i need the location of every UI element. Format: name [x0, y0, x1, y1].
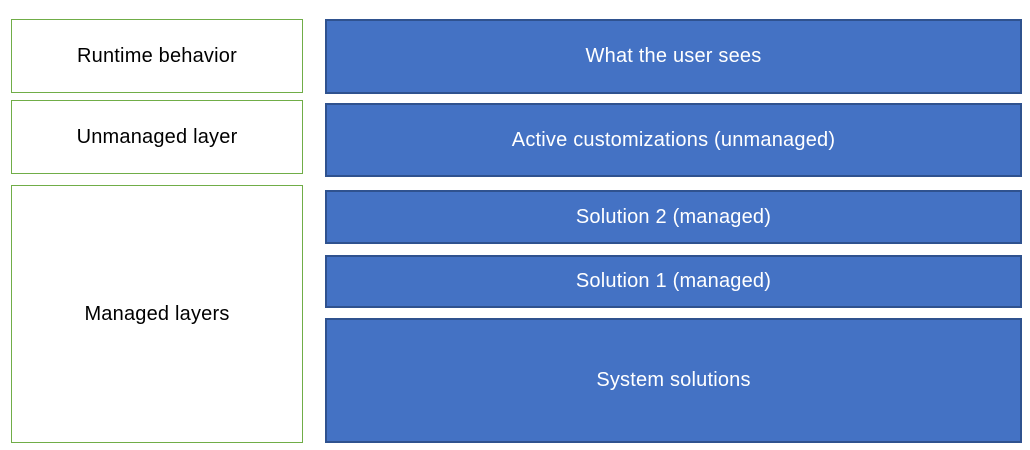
- category-label-managed-layers: Managed layers: [84, 302, 230, 325]
- layer-label-solution-2: Solution 2 (managed): [575, 205, 772, 228]
- layer-box-system-solutions: System solutions: [325, 318, 1022, 443]
- layer-label-active-customizations: Active customizations (unmanaged): [511, 128, 836, 151]
- category-box-managed-layers: Managed layers: [11, 185, 303, 443]
- layer-box-what-the-user-sees: What the user sees: [325, 19, 1022, 94]
- layer-box-solution-1: Solution 1 (managed): [325, 255, 1022, 308]
- layer-label-system-solutions: System solutions: [596, 369, 751, 391]
- layer-box-active-customizations: Active customizations (unmanaged): [325, 103, 1022, 177]
- category-label-unmanaged-layer: Unmanaged layer: [76, 125, 238, 148]
- category-box-runtime-behavior: Runtime behavior: [11, 19, 303, 93]
- layer-label-solution-1: Solution 1 (managed): [575, 270, 772, 292]
- layer-box-solution-2: Solution 2 (managed): [325, 190, 1022, 244]
- category-box-unmanaged-layer: Unmanaged layer: [11, 100, 303, 174]
- category-label-runtime-behavior: Runtime behavior: [77, 44, 237, 67]
- layer-label-what-the-user-sees: What the user sees: [585, 45, 762, 67]
